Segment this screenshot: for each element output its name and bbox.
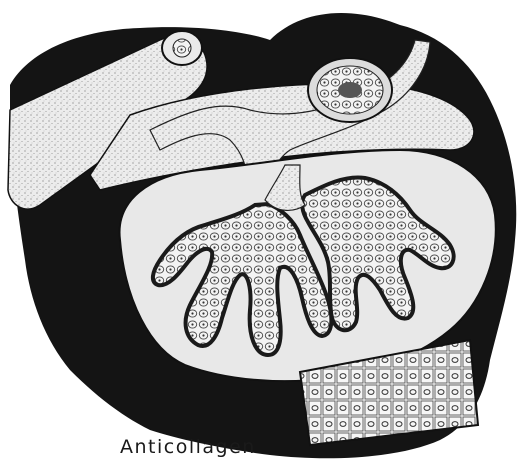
figure-caption: Anticollagen	[120, 436, 256, 458]
